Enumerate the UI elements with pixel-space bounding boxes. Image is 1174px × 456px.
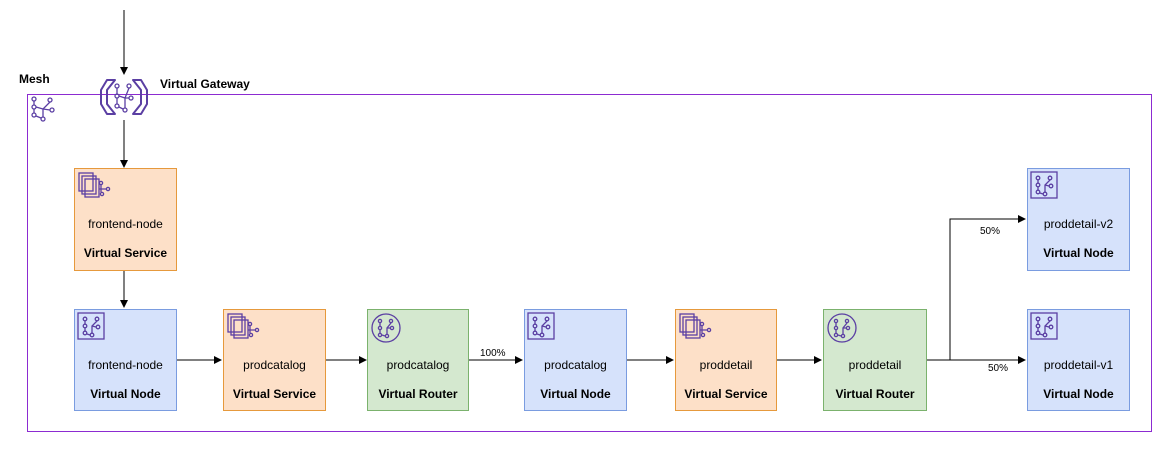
node-name: proddetail-v1 [1043, 358, 1114, 372]
node-type: Virtual Node [540, 387, 611, 401]
proddetail-virtual-service[interactable]: proddetail Virtual Service [675, 309, 777, 411]
node-type: Virtual Node [90, 387, 161, 401]
node-type: Virtual Node [1043, 246, 1114, 260]
proddetail-v1-virtual-node[interactable]: proddetail-v1 Virtual Node [1027, 309, 1130, 411]
proddetail-virtual-router[interactable]: proddetail Virtual Router [823, 309, 927, 411]
prodcatalog-virtual-service[interactable]: prodcatalog Virtual Service [223, 309, 326, 411]
node-type: Virtual Router [835, 387, 915, 401]
virtual-router-icon [827, 313, 857, 343]
virtual-node-icon [77, 312, 105, 340]
weight-label-proddetail-v2: 50% [980, 226, 1001, 237]
node-type: Virtual Node [1043, 387, 1114, 401]
node-name: proddetail-v2 [1043, 217, 1114, 231]
frontend-virtual-node[interactable]: frontend-node Virtual Node [74, 309, 177, 411]
node-name: prodcatalog [386, 358, 450, 372]
weight-label-proddetail-v1: 50% [988, 363, 1009, 374]
mesh-label: Mesh [19, 72, 50, 86]
node-name: prodcatalog [544, 358, 607, 372]
virtual-service-icon [679, 313, 712, 339]
prodcatalog-virtual-router[interactable]: prodcatalog Virtual Router [367, 309, 469, 411]
virtual-node-icon [1030, 312, 1058, 340]
node-type: Virtual Service [83, 246, 168, 260]
node-name: prodcatalog [243, 358, 306, 372]
node-type: Virtual Service [684, 387, 768, 401]
node-name: frontend-node [88, 358, 163, 372]
virtual-service-icon [78, 172, 111, 198]
prodcatalog-virtual-node[interactable]: prodcatalog Virtual Node [524, 309, 627, 411]
virtual-node-icon [527, 312, 555, 340]
virtual-service-icon [227, 313, 260, 339]
node-name: frontend-node [88, 217, 163, 231]
mesh-boundary [27, 94, 1152, 432]
proddetail-v2-virtual-node[interactable]: proddetail-v2 Virtual Node [1027, 168, 1130, 271]
virtual-gateway-label: Virtual Gateway [160, 77, 250, 91]
node-name: proddetail [699, 358, 753, 372]
mesh-icon [31, 96, 55, 122]
virtual-node-icon [1030, 171, 1058, 199]
frontend-virtual-service[interactable]: frontend-node Virtual Service [74, 168, 177, 271]
node-type: Virtual Service [232, 387, 317, 401]
virtual-gateway-icon [100, 79, 148, 115]
node-type: Virtual Router [378, 387, 458, 401]
weight-label-prodcatalog: 100% [480, 348, 506, 359]
virtual-router-icon [371, 313, 401, 343]
node-name: proddetail [848, 358, 902, 372]
